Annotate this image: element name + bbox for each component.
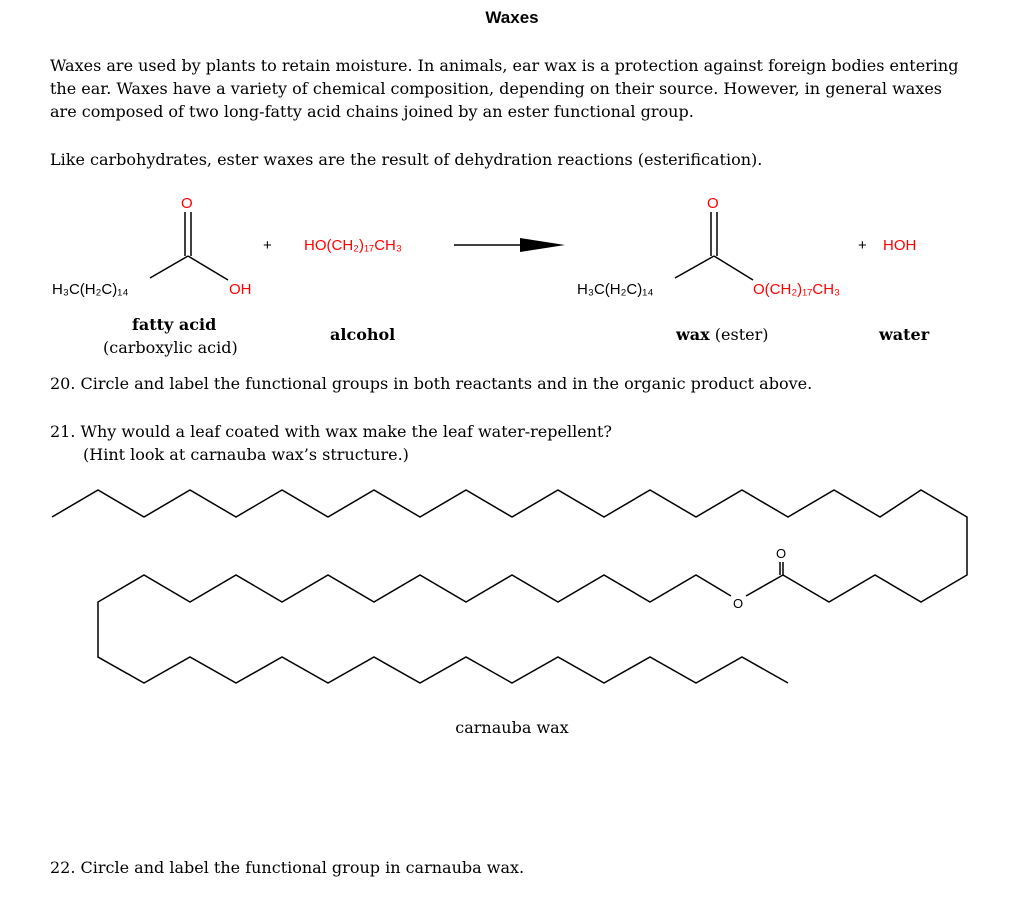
alcohol-formula: HO(CH₂)₁₇CH₃ <box>304 237 402 254</box>
plus-sign: + <box>858 237 867 254</box>
wax-ester-oxygen-group: O(CH₂)₁₇CH₃ <box>753 281 840 298</box>
intro-paragraph: Waxes are used by plants to retain moist… <box>50 56 959 121</box>
carnauba-carbonyl-oxygen: O <box>776 546 786 561</box>
fatty-acid-carbonyl-oxygen: O <box>181 195 193 212</box>
plus-sign: + <box>263 237 272 254</box>
carnauba-bottom-chain <box>97 574 789 684</box>
water-formula: HOH <box>883 237 916 254</box>
wax-ester-bond <box>713 255 754 281</box>
fatty-acid-label: fatty acid <box>132 315 217 334</box>
wax-chain-label: H₃C(H₂C)₁₄ <box>577 281 653 298</box>
fatty-acid-chain-bond <box>149 255 189 279</box>
fatty-acid-structure <box>149 212 229 281</box>
carnauba-ester-oxygen: O <box>733 596 743 611</box>
wax-label-rest: (ester) <box>709 325 769 344</box>
question-21: 21. Why would a leaf coated with wax mak… <box>50 420 970 466</box>
water-label: water <box>879 325 930 344</box>
fatty-acid-chain-label: H₃C(H₂C)₁₄ <box>52 281 128 298</box>
fatty-acid-oh-bond <box>187 255 229 281</box>
carboxylic-acid-label: (carboxylic acid) <box>103 338 238 357</box>
esterification-scheme: O H₃C(H₂C)₁₄ OH + HO(CH₂)₁₇CH₃ O H₃C(H₂C… <box>52 195 916 298</box>
carnauba-wax-structure: O O <box>51 489 968 684</box>
question-21-hint: (Hint look at carnauba wax’s structure.) <box>83 445 409 464</box>
fatty-acid-hydroxyl: OH <box>229 281 252 298</box>
wax-label-bold: wax <box>676 325 710 344</box>
question-22: 22. Circle and label the functional grou… <box>50 858 525 877</box>
carnauba-ester-bond <box>745 574 784 597</box>
page-title: Waxes <box>485 8 539 27</box>
wax-chain-bond <box>674 255 715 279</box>
wax-structure <box>674 212 754 281</box>
carnauba-wax-caption: carnauba wax <box>455 718 569 737</box>
question-21-text: 21. Why would a leaf coated with wax mak… <box>50 422 612 441</box>
wax-carbonyl-oxygen: O <box>707 195 719 212</box>
carnauba-top-chain <box>51 489 968 603</box>
wax-ester-label: wax (ester) <box>676 325 768 345</box>
reaction-arrow <box>454 238 565 252</box>
esterification-paragraph: Like carbohydrates, ester waxes are the … <box>50 150 763 169</box>
question-20: 20. Circle and label the functional grou… <box>50 374 813 393</box>
alcohol-label: alcohol <box>330 325 396 344</box>
